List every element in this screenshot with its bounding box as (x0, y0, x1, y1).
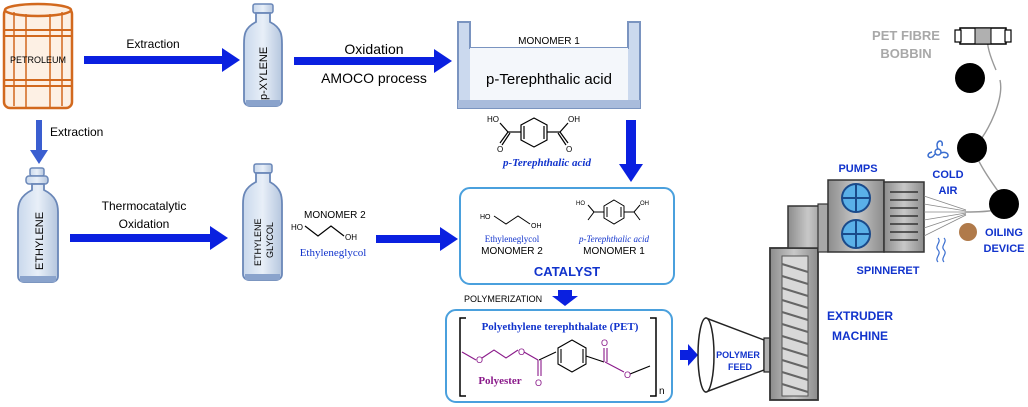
spinneret-label: SPINNERET (857, 265, 920, 277)
terephthalic-o-right: O (566, 145, 572, 154)
terephthalic-o-left: O (497, 145, 503, 154)
terephthalic-struct-label: p-Terephthalic acid (502, 157, 591, 169)
thermo-label-1: Thermocatalytic (102, 199, 187, 213)
oiling-label-2: DEVICE (984, 243, 1025, 255)
pxylene-bottle-icon (243, 3, 283, 107)
oiling-label-1: OILING (985, 227, 1023, 239)
eg-oh: OH (345, 233, 357, 242)
pxylene-label: p-XYLENE (258, 47, 270, 100)
pumps-icon (827, 179, 885, 253)
reactor-monomer2-label: MONOMER 2 (481, 246, 543, 257)
thermo-label-2: Oxidation (119, 217, 170, 231)
polymerization-label: POLYMERIZATION (464, 294, 542, 304)
arrow-monomer2 (376, 227, 458, 251)
terephthalic-box-label: p-Terephthalic acid (486, 71, 612, 88)
ethylene-label: ETHYLENE (34, 212, 46, 270)
monomer2-label: MONOMER 2 (304, 210, 366, 221)
pet-o-1: O (476, 355, 483, 365)
extraction-label-1: Extraction (126, 37, 179, 51)
reactor-monomer1-label: MONOMER 1 (583, 246, 645, 257)
cold-air-fan-icon (927, 140, 949, 159)
arrow-monomer1-down (619, 120, 643, 182)
ethylene-cylinder-icon (17, 167, 59, 283)
terephthalic-ho: HO (487, 115, 499, 124)
pet-fibre-bobbin-icon (954, 27, 1012, 45)
subscript-n: n (659, 386, 665, 397)
roller-2 (957, 133, 987, 163)
arrow-thermocatalytic (70, 226, 228, 250)
oxidation-label: Oxidation (344, 41, 403, 57)
arrow-oxidation (294, 49, 452, 73)
pet-box (445, 309, 673, 403)
terephthalic-structure (499, 117, 569, 148)
extruder-machine (769, 203, 829, 401)
reactor-ethyleneglycol-structure (493, 215, 531, 225)
cold-air-label-2: AIR (939, 185, 958, 197)
reactor-eg-ho: HO (480, 214, 491, 221)
polymer-feed-label-1: POLYMER (716, 350, 760, 360)
arrow-pet-to-feed (680, 344, 698, 366)
pet-structure (461, 339, 651, 376)
reactor-terephthalic-label: p-Terephthalic acid (578, 234, 650, 244)
pet-o-2: O (518, 347, 525, 357)
ethylene-glycol-bottle-label-2: GLYCOL (265, 222, 275, 258)
pet-title: Polyethylene terephthalate (PET) (482, 321, 639, 333)
polymer-feed-label-2: FEED (728, 362, 753, 372)
reactor-ethyleneglycol-label: Ethyleneglycol (485, 234, 540, 244)
extraction-label-2: Extraction (50, 125, 103, 139)
fibre-path (965, 35, 1007, 213)
pet-o-4: O (601, 338, 608, 348)
ethylene-glycol-bottle-icon (242, 163, 283, 281)
cold-air-label-1: COLD (932, 169, 963, 181)
roller-3 (989, 189, 1019, 219)
bobbin-label-2: BOBBIN (880, 46, 931, 61)
arrow-extraction-1 (84, 48, 240, 72)
ethyleneglycol-structure (304, 225, 345, 237)
arrow-polymerization (552, 290, 578, 306)
pet-o-5: O (624, 370, 631, 380)
air-squiggle-icon (936, 237, 946, 263)
pet-bracket-left (459, 317, 466, 397)
ethylene-glycol-bottle-label-1: ETHYLENE (253, 218, 263, 266)
petroleum-barrel-icon (2, 2, 74, 110)
extruder-label-1: EXTRUDER (827, 309, 893, 323)
reactor-ta-oh: OH (640, 201, 649, 207)
reactor-eg-oh: OH (531, 223, 542, 230)
monomer1-top-label: MONOMER 1 (518, 36, 580, 47)
catalyst-label: CATALYST (534, 264, 600, 279)
terephthalic-oh: OH (568, 115, 580, 124)
polyester-label: Polyester (478, 375, 521, 387)
reactor-ta-ho: HO (576, 201, 585, 207)
extruder-label-2: MACHINE (832, 329, 888, 343)
monomer1-tray (457, 21, 641, 109)
pumps-label: PUMPS (838, 163, 877, 175)
spinneret-icon (883, 181, 967, 253)
pet-o-3: O (535, 378, 542, 388)
ethyleneglycol-struct-label: Ethyleneglycol (300, 247, 367, 259)
oiling-roller (959, 223, 977, 241)
pet-bracket-right (650, 317, 657, 397)
eg-ho: HO (291, 223, 303, 232)
roller-1 (955, 63, 985, 93)
amoco-label: AMOCO process (321, 70, 427, 86)
petroleum-label: PETROLEUM (10, 55, 66, 65)
bobbin-label-1: PET FIBRE (872, 28, 940, 43)
arrow-extraction-2 (30, 120, 48, 164)
reactor-terephthalic-structure (587, 199, 641, 225)
